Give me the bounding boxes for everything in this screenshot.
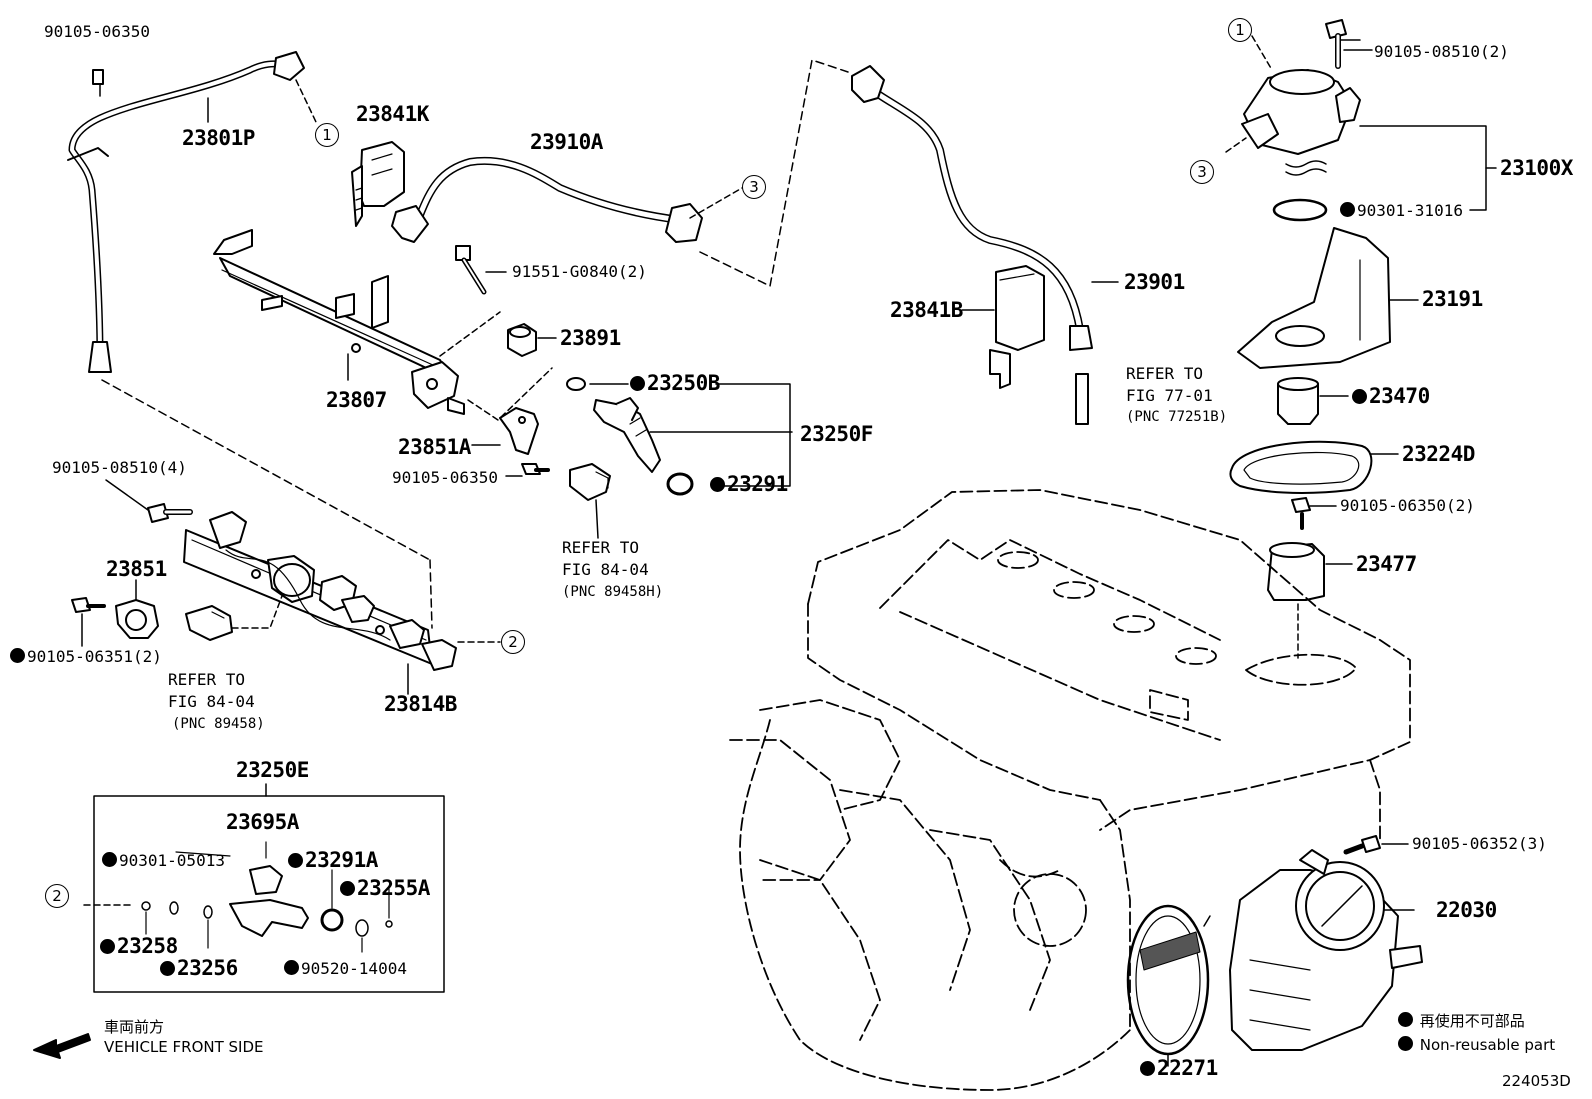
vsv-23841k [351, 141, 405, 227]
label-90301-05013: 90301-05013 [102, 852, 225, 869]
legend-non-reusable-en: Non-reusable part [1398, 1036, 1555, 1053]
label-90105-08510-2: 90105-08510(2) [1374, 42, 1509, 61]
label-23695a: 23695A [226, 810, 299, 834]
throttle-body-22030 [1229, 849, 1423, 1051]
legend-non-reusable-jp: 再使用不可部品 [1398, 1012, 1525, 1029]
delivery-pipe-23807 [213, 229, 465, 415]
label-90105-06351: 90105-06351(2) [10, 648, 162, 665]
label-91551-g0840: 91551-G0840(2) [512, 262, 647, 281]
housing-23477 [1267, 542, 1325, 601]
bolt-90105-08510-2 [1325, 19, 1347, 69]
diagram-id: 224053D [1502, 1072, 1571, 1090]
label-90105-06352: 90105-06352(3) [1412, 834, 1547, 853]
ref1-line2: FIG 84-04 [562, 560, 649, 579]
label-23841k: 23841K [356, 102, 429, 126]
ref3-line2: FIG 77-01 [1126, 386, 1213, 405]
label-23910a: 23910A [530, 130, 603, 154]
label-90105-06350-top: 90105-06350 [44, 22, 150, 41]
ref1-line1: REFER TO [562, 538, 640, 557]
callout-3-pump: 3 [1190, 160, 1214, 184]
label-90105-06350-2: 90105-06350(2) [1340, 496, 1475, 515]
label-23470: 23470 [1352, 386, 1430, 407]
fuel-pipe-23801p [67, 51, 305, 373]
label-23224d: 23224D [1402, 442, 1475, 466]
label-23807: 23807 [326, 388, 387, 412]
label-23477: 23477 [1356, 552, 1417, 576]
cushion-23851 [115, 599, 159, 639]
bracket-23851a [499, 407, 539, 455]
label-23100x: 23100X [1500, 156, 1573, 180]
bolt-91551-g0840 [455, 245, 487, 295]
vehicle-front-jp: 車両前方 [104, 1018, 165, 1036]
tube-77251b [1075, 373, 1089, 425]
label-23250e: 23250E [236, 758, 309, 782]
injector-kit-box [93, 795, 445, 993]
bracket-23191 [1237, 227, 1391, 369]
label-23851a: 23851A [398, 435, 471, 459]
label-23291: 23291 [710, 474, 788, 495]
gasket-23224d [1229, 440, 1373, 494]
ref3-line1: REFER TO [1126, 364, 1204, 383]
label-23291a: 23291A [288, 850, 378, 871]
callout-3-hose: 3 [742, 175, 766, 199]
ref2-line3: (PNC 89458) [172, 716, 265, 732]
label-90105-08510-4: 90105-08510(4) [52, 458, 187, 477]
label-23851: 23851 [106, 557, 167, 581]
fuel-rail-23814b [183, 511, 457, 671]
engine-block-outline [729, 489, 1411, 1091]
bolt-90105-08510-4 [147, 503, 193, 523]
label-23258: 23258 [100, 936, 178, 957]
callout-1-pump: 1 [1228, 18, 1252, 42]
label-90105-06350-mid: 90105-06350 [392, 468, 498, 487]
fuel-pump-23100x [1241, 69, 1361, 176]
label-23814b: 23814B [384, 692, 457, 716]
lifter-23470 [1277, 377, 1319, 425]
label-23841b: 23841B [890, 298, 963, 322]
seal-23291 [666, 472, 694, 496]
ref2-line2: FIG 84-04 [168, 692, 255, 711]
vsv-23841b [989, 265, 1045, 389]
ref3-line3: (PNC 77251B) [1126, 409, 1228, 425]
callout-1-pipe: 1 [315, 123, 339, 147]
gasket-22271 [1126, 904, 1211, 1056]
callout-2-rail: 2 [501, 630, 525, 654]
bolt-90105-06352-3 [1343, 835, 1381, 855]
bolt-90105-06350-mid [521, 463, 550, 475]
vehicle-front-arrow [33, 1033, 91, 1059]
sensor-89458 [185, 605, 233, 641]
hose-23901 [851, 65, 1093, 351]
vehicle-front-en: VEHICLE FRONT SIDE [104, 1038, 264, 1056]
ref1-line3: (PNC 89458H) [562, 584, 664, 600]
label-23191: 23191 [1422, 287, 1483, 311]
callout-2-kit: 2 [45, 884, 69, 908]
label-23250f: 23250F [800, 422, 873, 446]
label-23891: 23891 [560, 326, 621, 350]
label-23250b: 23250B [630, 373, 720, 394]
label-90301-31016: 90301-31016 [1340, 202, 1463, 219]
hose-23910a [391, 156, 703, 243]
label-23901: 23901 [1124, 270, 1185, 294]
bolt-90105-06350-2 [1291, 497, 1311, 530]
label-23256: 23256 [160, 958, 238, 979]
label-23255a: 23255A [340, 878, 430, 899]
bolt-90105-06351 [71, 597, 106, 613]
oring-90301-31016 [1272, 198, 1328, 222]
injector-23250f [593, 397, 661, 473]
label-23801p: 23801P [182, 126, 255, 150]
sensor-89458h [569, 463, 611, 501]
ref2-line1: REFER TO [168, 670, 246, 689]
cushion-23891 [507, 323, 537, 357]
injector-kit-injector [229, 865, 309, 937]
label-90520-14004: 90520-14004 [284, 960, 407, 977]
label-22030: 22030 [1436, 898, 1497, 922]
label-22271: 22271 [1140, 1058, 1218, 1079]
oring-23250b [566, 377, 586, 391]
